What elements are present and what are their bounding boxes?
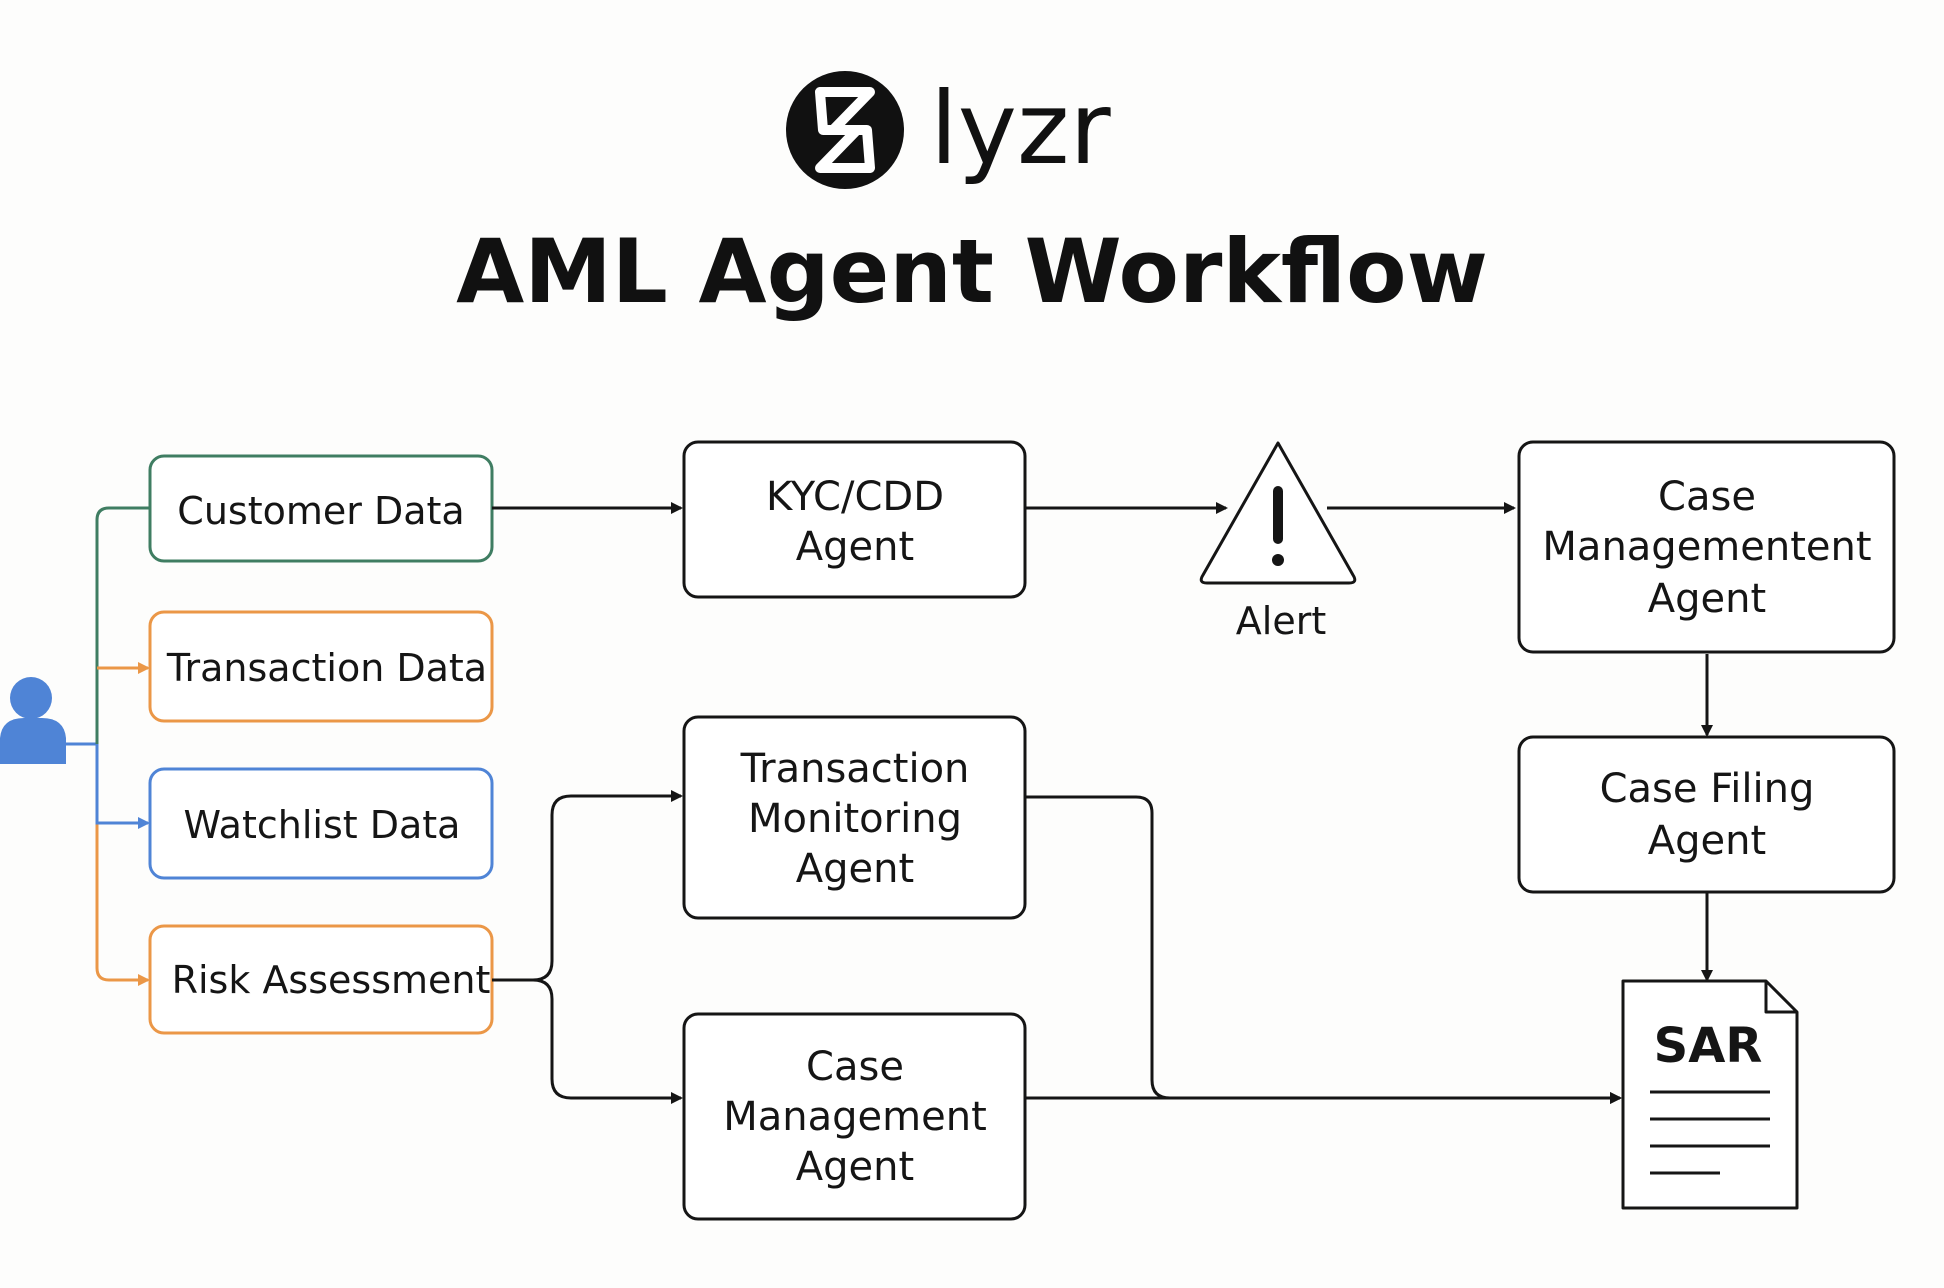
case-management-top-label-line-3: Agent bbox=[1648, 576, 1766, 622]
sar-document: SAR bbox=[1621, 979, 1799, 1210]
kyc-cdd-agent-box: KYC/CDD Agent bbox=[682, 440, 1027, 599]
case-management-bottom-label-line-3: Agent bbox=[796, 1144, 914, 1190]
hourglass-mark-icon bbox=[815, 87, 875, 173]
kyc-cdd-agent-label-line-1: KYC/CDD bbox=[766, 474, 944, 520]
case-management-agent-bottom-box: Case Management Agent bbox=[682, 1012, 1027, 1221]
sar-label: SAR bbox=[1654, 1018, 1763, 1074]
alert-node: Alert bbox=[1199, 441, 1357, 643]
case-management-agent-top-box: Case Managementent Agent bbox=[1517, 440, 1896, 654]
transaction-monitoring-agent-label-line-2: Monitoring bbox=[748, 796, 962, 842]
case-management-bottom-label-line-2: Management bbox=[723, 1094, 987, 1140]
user-icon bbox=[0, 677, 66, 764]
watchlist-data-box: Watchlist Data bbox=[148, 767, 494, 880]
customer-data-label: Customer Data bbox=[177, 489, 464, 533]
brand-name: lyzr bbox=[930, 70, 1111, 187]
case-filing-agent-label-line-1: Case Filing bbox=[1600, 766, 1815, 812]
transaction-data-box: Transaction Data bbox=[148, 610, 494, 723]
watchlist-data-label: Watchlist Data bbox=[184, 803, 461, 847]
alert-label: Alert bbox=[1236, 599, 1326, 643]
case-filing-agent-box: Case Filing Agent bbox=[1517, 735, 1896, 894]
transaction-monitoring-agent-label-line-3: Agent bbox=[796, 846, 914, 892]
customer-data-box: Customer Data bbox=[148, 454, 494, 563]
brand-logo: lyzr bbox=[786, 70, 1111, 189]
case-filing-agent-label-line-2: Agent bbox=[1648, 818, 1766, 864]
case-management-top-label-line-1: Case bbox=[1658, 474, 1756, 520]
kyc-cdd-agent-label-line-2: Agent bbox=[796, 524, 914, 570]
case-management-bottom-label-line-1: Case bbox=[806, 1044, 904, 1090]
page-title: AML Agent Workflow bbox=[456, 220, 1488, 323]
risk-assessment-box: Risk Assessment bbox=[148, 924, 494, 1035]
risk-assessment-label: Risk Assessment bbox=[172, 958, 491, 1002]
transaction-monitoring-agent-label-line-1: Transaction bbox=[740, 746, 970, 792]
case-management-top-label-line-2: Managementent bbox=[1542, 524, 1871, 570]
document-icon bbox=[1621, 979, 1799, 1210]
transaction-data-label: Transaction Data bbox=[166, 646, 487, 690]
transaction-monitoring-agent-box: Transaction Monitoring Agent bbox=[682, 715, 1027, 920]
